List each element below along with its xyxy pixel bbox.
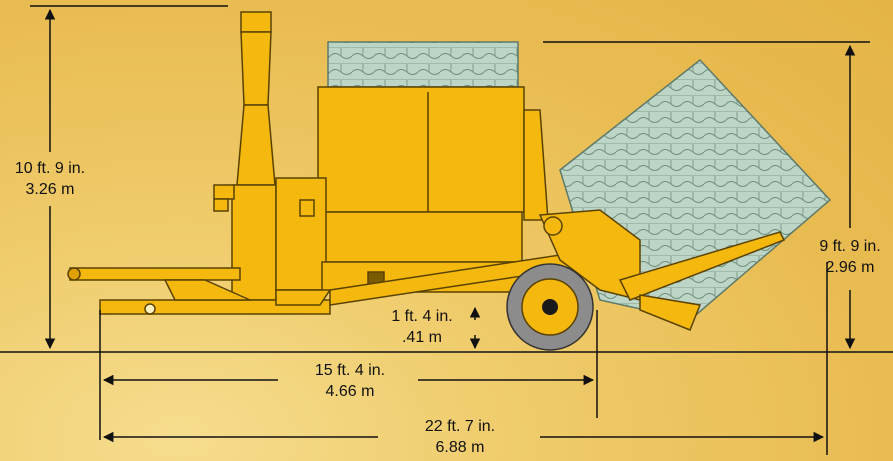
top-bale-stack bbox=[327, 41, 519, 88]
drawbar bbox=[67, 267, 332, 315]
overall-length-metric: 6.88 m bbox=[435, 439, 485, 456]
wheel bbox=[506, 263, 594, 351]
ground-clearance-imperial: 1 ft. 4 in. bbox=[391, 308, 453, 325]
overall-height-imperial: 10 ft. 9 in. bbox=[14, 160, 86, 177]
overall-length-label: 22 ft. 7 in. 6.88 m bbox=[405, 416, 515, 458]
chute-stack bbox=[213, 11, 277, 301]
length-to-wheel-metric: 4.66 m bbox=[325, 383, 375, 400]
length-to-wheel-imperial: 15 ft. 4 in. bbox=[314, 362, 386, 379]
tilted-height-imperial: 9 ft. 9 in. bbox=[819, 238, 881, 255]
main-body bbox=[275, 86, 549, 293]
dimension-lines bbox=[30, 5, 870, 455]
overall-height-metric: 3.26 m bbox=[25, 181, 75, 198]
tilted-height-metric: 2.96 m bbox=[825, 259, 875, 276]
overall-height-label: 10 ft. 9 in. 3.26 m bbox=[10, 158, 90, 200]
ground-clearance-label: 1 ft. 4 in. .41 m bbox=[382, 306, 462, 348]
rear-frame bbox=[329, 209, 786, 331]
tilted-height-label: 9 ft. 9 in. 2.96 m bbox=[808, 236, 892, 278]
ground-clearance-metric: .41 m bbox=[401, 329, 442, 346]
length-to-wheel-label: 15 ft. 4 in. 4.66 m bbox=[300, 360, 400, 402]
overall-length-imperial: 22 ft. 7 in. bbox=[424, 418, 496, 435]
